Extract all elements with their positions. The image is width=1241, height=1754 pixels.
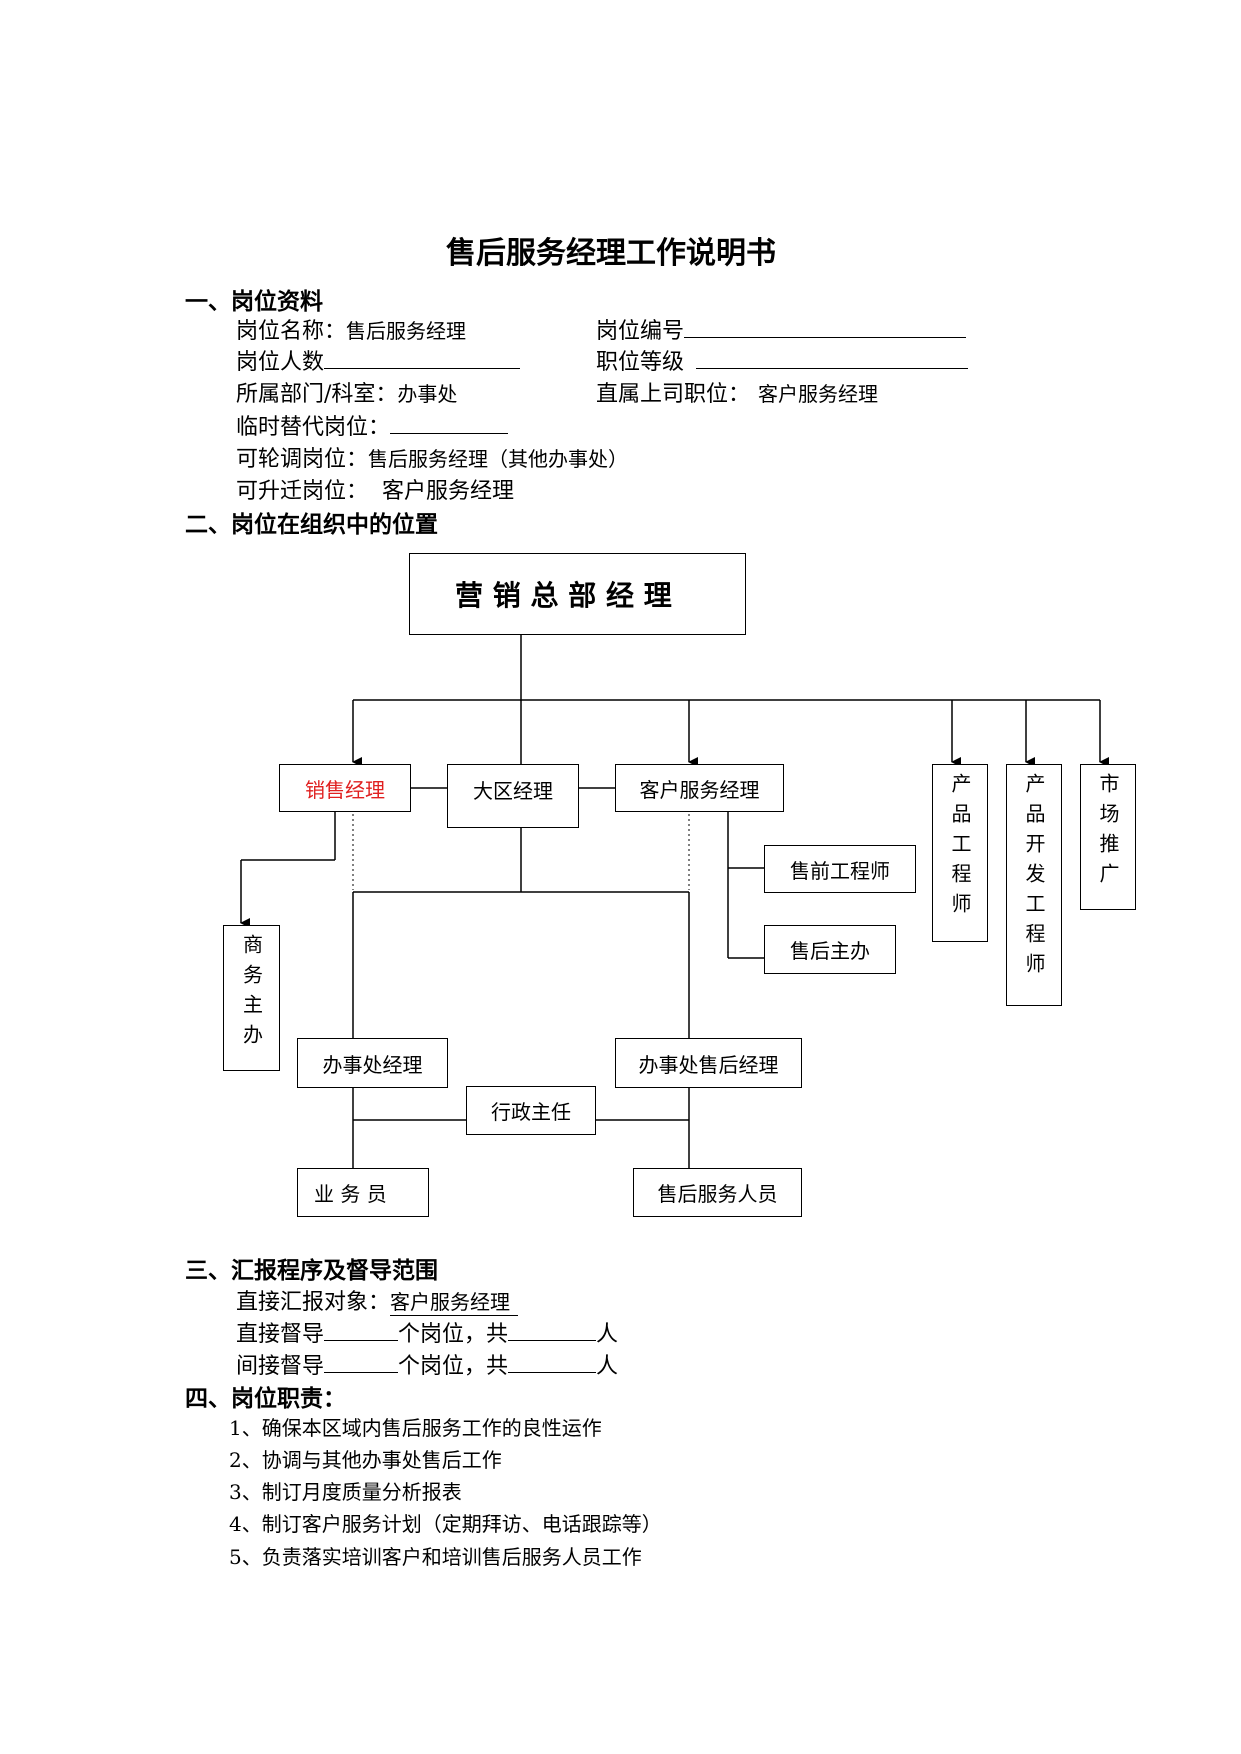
org-office-manager-label: 办事处经理 [322,1052,423,1077]
substitute-row: 临时替代岗位： [236,409,509,441]
supervisor-value: 客户服务经理 [758,382,879,406]
direct-positions-field[interactable] [324,1318,399,1341]
headcount-label: 岗位人数 [236,350,325,375]
grade-label: 职位等级 [596,350,685,375]
org-office-aftersales-manager-label: 办事处售后经理 [638,1052,779,1077]
duty-item: 4、制订客户服务计划（定期拜访、电话跟踪等） [229,1512,662,1536]
position-code-label: 岗位编号 [596,319,685,344]
supervisor-row: 直属上司职位： 客户服务经理 [596,376,878,408]
org-salesman-label: 业 务 员 [314,1182,387,1206]
org-cs-manager: 客户服务经理 [615,764,784,812]
org-aftersales-staff: 售后服务人员 [633,1168,802,1217]
headcount-row: 岗位人数 [236,344,521,376]
org-aftersales-staff-label: 售后服务人员 [657,1182,778,1206]
org-top-manager-label: 营 销 总 部 经 理 [455,579,672,612]
indirect-positions-text: 个岗位，共 [398,1354,509,1379]
substitute-field[interactable] [390,411,509,434]
org-region-manager: 大区经理 [447,764,579,828]
report-value: 客户服务经理 [390,1290,519,1316]
duty-item: 3、制订月度质量分析报表 [229,1480,462,1504]
org-cs-manager-label: 客户服务经理 [639,777,760,802]
indirect-supervision-row: 间接督导 个岗位，共 人 [236,1348,618,1380]
org-product-dev-engineer-label: 产品开发工程师 [1022,773,1046,983]
substitute-label: 临时替代岗位： [236,415,391,440]
org-product-engineer-label: 产品工程师 [948,773,972,923]
grade-field[interactable] [696,346,969,369]
direct-people-text: 人 [596,1322,619,1347]
org-top-manager: 营 销 总 部 经 理 [409,553,746,635]
indirect-people-field[interactable] [508,1350,597,1373]
duty-item: 2、协调与其他办事处售后工作 [229,1448,502,1472]
supervisor-label: 直属上司职位： [596,382,751,407]
position-name-label: 岗位名称： [236,319,347,344]
section3-heading: 三、汇报程序及督导范围 [185,1258,438,1284]
position-name-value: 售后服务经理 [346,319,467,343]
org-aftersales-lead: 售后主办 [764,925,896,974]
report-label: 直接汇报对象： [236,1290,391,1315]
rotation-value: 售后服务经理（其他办事处） [368,447,629,471]
section2-heading: 二、岗位在组织中的位置 [185,512,438,538]
org-marketing-label: 市场推广 [1096,773,1120,893]
department-row: 所属部门/科室：办事处 [236,376,457,408]
direct-supervision-label: 直接督导 [236,1322,325,1347]
org-region-manager-label: 大区经理 [473,779,553,803]
org-aftersales-lead-label: 售后主办 [790,939,870,963]
org-sales-manager: 销售经理 [279,764,411,812]
org-admin-director: 行政主任 [466,1086,596,1135]
promotion-label: 可升迁岗位： [236,479,369,504]
org-marketing: 市场推广 [1080,764,1136,910]
direct-people-field[interactable] [508,1318,597,1341]
position-code-field[interactable] [684,315,967,338]
promotion-value: 客户服务经理 [382,479,515,504]
document-title: 售后服务经理工作说明书 [446,236,776,271]
org-office-manager: 办事处经理 [297,1038,448,1088]
direct-positions-text: 个岗位，共 [398,1322,509,1347]
direct-supervision-row: 直接督导 个岗位，共 人 [236,1316,618,1348]
rotation-label: 可轮调岗位： [236,447,369,472]
headcount-field[interactable] [324,346,521,369]
report-row: 直接汇报对象：客户服务经理 [236,1284,519,1316]
indirect-supervision-label: 间接督导 [236,1354,325,1379]
grade-row: 职位等级 [596,344,969,376]
org-product-dev-engineer: 产品开发工程师 [1006,764,1062,1006]
indirect-positions-field[interactable] [324,1350,399,1373]
indirect-people-text: 人 [596,1354,619,1379]
duty-item: 5、负责落实培训客户和培训售后服务人员工作 [229,1545,642,1569]
org-presales-engineer: 售前工程师 [764,845,916,893]
section4-heading: 四、岗位职责： [185,1386,346,1412]
org-business-lead: 商务主办 [223,925,280,1071]
org-salesman: 业 务 员 [297,1168,429,1217]
org-business-lead-label: 商务主办 [239,934,264,1054]
org-office-aftersales-manager: 办事处售后经理 [615,1038,802,1088]
org-sales-manager-label: 销售经理 [305,777,385,802]
promotion-row: 可升迁岗位： 客户服务经理 [236,473,514,505]
rotation-row: 可轮调岗位：售后服务经理（其他办事处） [236,441,628,473]
org-admin-director-label: 行政主任 [491,1100,571,1124]
position-code-row: 岗位编号 [596,313,967,345]
section1-heading: 一、岗位资料 [185,289,323,315]
department-value: 办事处 [397,382,458,406]
department-label: 所属部门/科室： [236,382,398,407]
position-name-row: 岗位名称：售后服务经理 [236,313,466,345]
duty-item: 1、确保本区域内售后服务工作的良性运作 [229,1416,602,1440]
org-product-engineer: 产品工程师 [932,764,988,942]
org-presales-engineer-label: 售前工程师 [790,858,890,883]
